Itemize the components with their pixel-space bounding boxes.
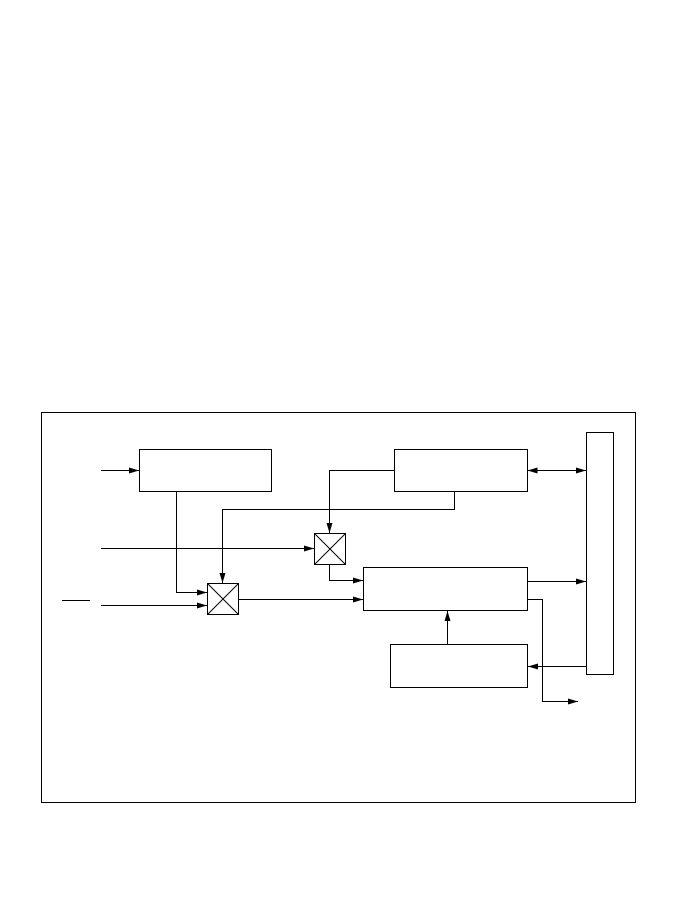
connector-topright-to-lower-mult bbox=[219, 491, 455, 583]
block-right-tall bbox=[586, 432, 614, 675]
block-top-left bbox=[139, 449, 272, 492]
lower-multiplier bbox=[207, 583, 239, 615]
upper-multiplier bbox=[314, 533, 346, 565]
output-arrow bbox=[527, 599, 578, 705]
connector-topleft-to-lower-mult bbox=[176, 491, 207, 596]
block-bottom bbox=[390, 644, 528, 688]
connector-upper-mult-to-center bbox=[329, 564, 363, 584]
block-top-right bbox=[394, 449, 528, 492]
diagram-frame bbox=[41, 412, 636, 803]
connector-topright-to-upper-mult bbox=[326, 470, 395, 533]
block-center bbox=[363, 567, 528, 611]
